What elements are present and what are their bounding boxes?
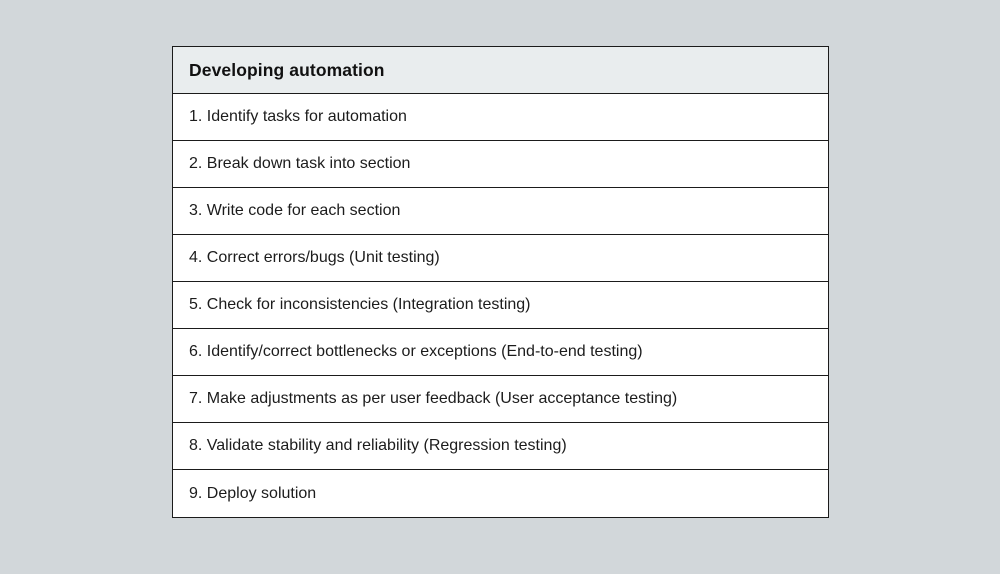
step-label: 3. Write code for each section	[189, 202, 401, 219]
step-label: 8. Validate stability and reliability (R…	[189, 437, 567, 454]
step-label: 9. Deploy solution	[189, 484, 317, 502]
step-label: 4. Correct errors/bugs (Unit testing)	[189, 249, 440, 266]
table-row-step-9: 9. Deploy solution	[173, 470, 828, 517]
step-label: 5. Check for inconsistencies (Integratio…	[189, 296, 531, 313]
table-row-step-8: 8. Validate stability and reliability (R…	[173, 423, 828, 470]
table-title: Developing automation	[173, 47, 828, 94]
table-row-step-7: 7. Make adjustments as per user feedback…	[173, 376, 828, 423]
step-label: 1. Identify tasks for automation	[189, 108, 407, 125]
developing-automation-table: Developing automation 1. Identify tasks …	[172, 46, 829, 518]
step-label: 2. Break down task into section	[189, 155, 411, 172]
table-row-step-2: 2. Break down task into section	[173, 141, 828, 188]
table-row-step-6: 6. Identify/correct bottlenecks or excep…	[173, 329, 828, 376]
table-row-step-1: 1. Identify tasks for automation	[173, 94, 828, 141]
step-label: 6. Identify/correct bottlenecks or excep…	[189, 343, 643, 360]
table-row-step-4: 4. Correct errors/bugs (Unit testing)	[173, 235, 828, 282]
table-row-step-3: 3. Write code for each section	[173, 188, 828, 235]
table-row-step-5: 5. Check for inconsistencies (Integratio…	[173, 282, 828, 329]
step-label: 7. Make adjustments as per user feedback…	[189, 390, 678, 407]
